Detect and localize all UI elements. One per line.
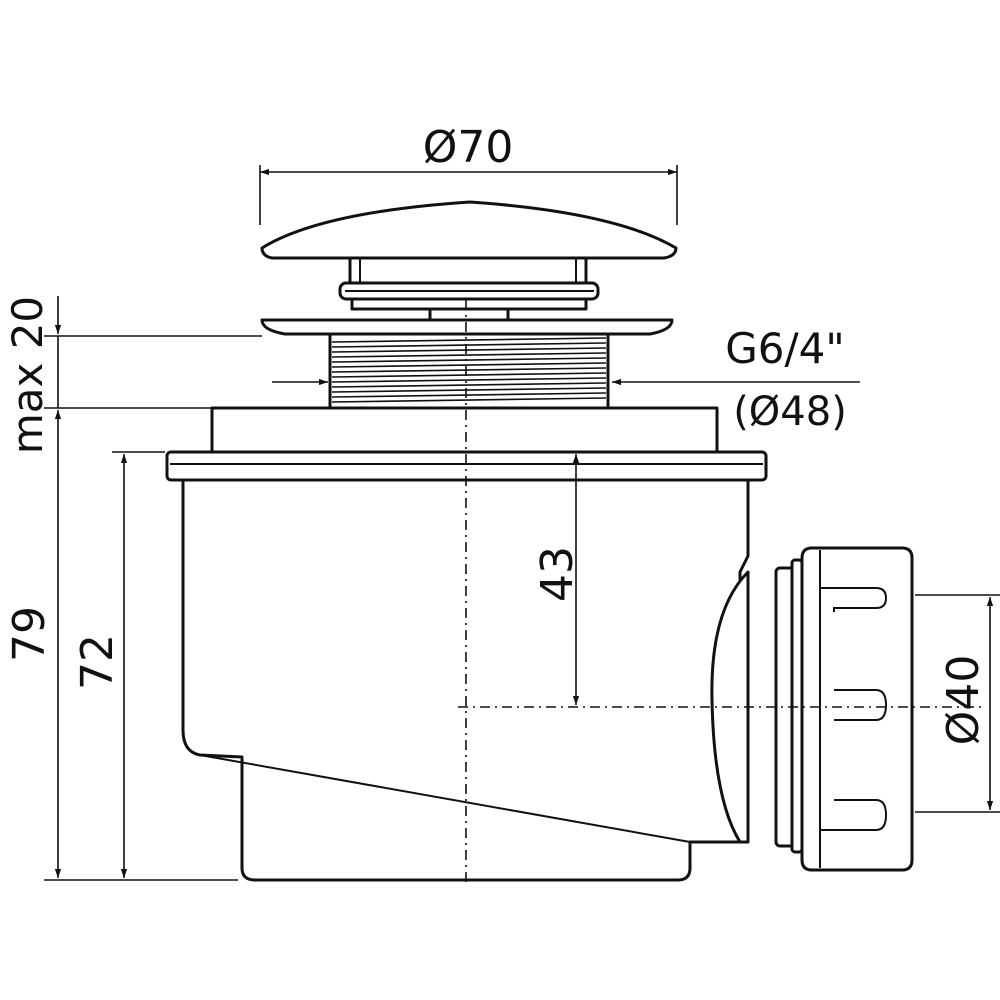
outlet-nut (800, 546, 914, 872)
body-collar (210, 406, 719, 454)
thread-line (331, 387, 607, 393)
body-slope-line (199, 754, 691, 843)
label-top-diameter: Ø70 (423, 122, 514, 173)
thread-line (331, 357, 607, 363)
label-body-height: 72 (72, 634, 123, 690)
thread-line (331, 337, 607, 343)
label-thread-diameter: (Ø48) (733, 389, 847, 435)
label-outlet-diameter: Ø40 (938, 655, 989, 746)
thread-line (331, 372, 607, 378)
cap-stem (348, 256, 588, 285)
thread-line (331, 362, 607, 368)
thread-line (331, 342, 607, 348)
thread-line (331, 352, 607, 358)
label-thread-spec: G6/4" (725, 324, 844, 373)
thread-line (331, 392, 607, 398)
drain-cap (260, 200, 678, 260)
nut-slot-top (820, 587, 888, 612)
thread-line (331, 347, 607, 353)
thread-line (331, 377, 607, 383)
label-total-height: 79 (4, 606, 55, 662)
nut-slot-mid (834, 689, 888, 721)
nut-slot-bottom (820, 799, 888, 831)
cap-stem-neck (428, 307, 510, 322)
label-outlet-height: 43 (532, 546, 583, 602)
thread-line (331, 367, 607, 373)
thread-line (331, 382, 607, 388)
thread-line (331, 397, 607, 403)
mid-flange (260, 318, 674, 336)
label-max-height: max 20 (3, 296, 52, 454)
